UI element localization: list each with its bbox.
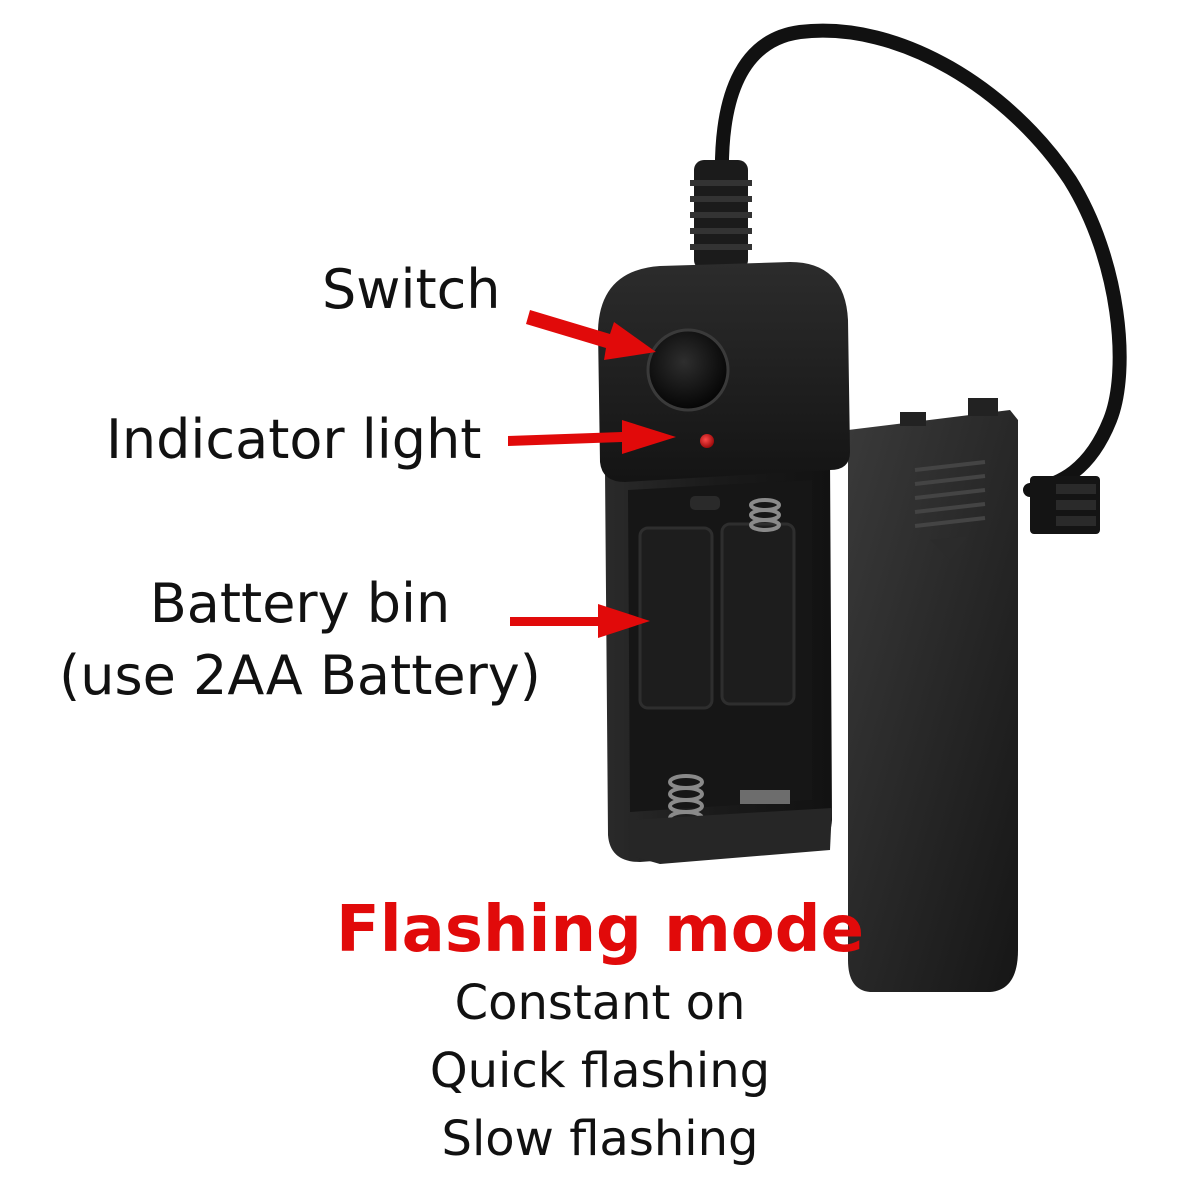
arrow-indicator	[508, 420, 676, 454]
cable	[714, 23, 1127, 497]
mode-constant-on: Constant on	[454, 975, 746, 1031]
strain-relief	[690, 160, 752, 270]
switch-cap	[598, 262, 850, 482]
battery-compartment	[605, 458, 832, 864]
mode-slow-flashing: Slow flashing	[441, 1111, 759, 1167]
battery-lid	[848, 398, 1018, 992]
switch-button	[646, 328, 730, 412]
arrow-battery	[510, 604, 650, 638]
arrow-switch	[526, 310, 656, 360]
battery-type-label: (use 2AA Battery)	[59, 644, 541, 707]
mode-quick-flashing: Quick flashing	[429, 1043, 771, 1099]
indicator-light-label: Indicator light	[106, 408, 482, 471]
flashing-mode-title: Flashing mode	[336, 893, 864, 967]
connector	[1030, 476, 1100, 534]
indicator-led	[700, 434, 714, 448]
switch-label: Switch	[322, 258, 501, 321]
battery-bin-label: Battery bin	[149, 572, 451, 635]
